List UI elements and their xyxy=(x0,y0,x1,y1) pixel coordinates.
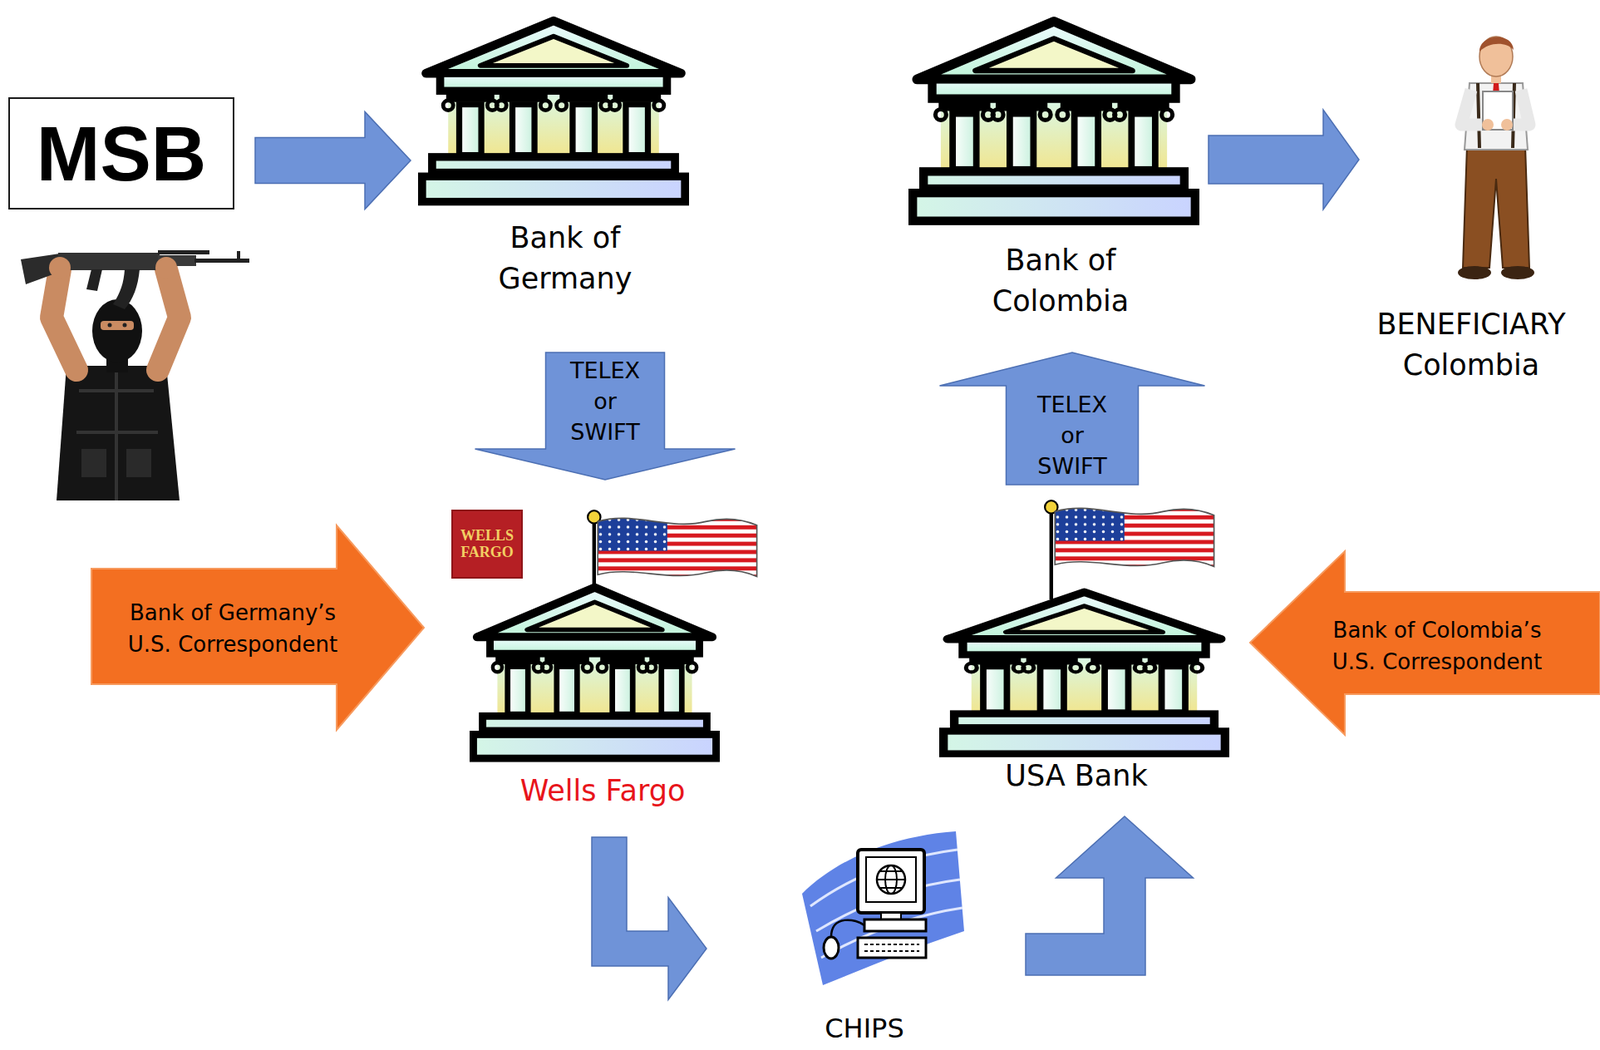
beneficiary-name: BENEFICIARY Colombia xyxy=(1367,304,1576,386)
block-arrow xyxy=(255,112,411,210)
node-title: MSB xyxy=(36,115,207,192)
network-node: CHIPS xyxy=(713,827,1016,1044)
callout-arrow-fill xyxy=(1250,551,1600,735)
bank-node: USA Bank xyxy=(939,491,1214,813)
edge-label-slot: TELEX or SWIFT xyxy=(563,354,647,448)
bank-node: Bank of Colombia xyxy=(914,14,1207,348)
bank-icon xyxy=(472,587,716,759)
block-arrow xyxy=(1208,109,1359,210)
bank-name: USA Bank xyxy=(939,755,1214,797)
bank-node: Bank of Germany xyxy=(415,14,715,348)
bank-icon xyxy=(912,21,1196,222)
msb-box: MSB xyxy=(8,97,235,210)
bank-icon xyxy=(422,20,685,202)
bank-icon xyxy=(943,591,1226,754)
callout-arrow-shape xyxy=(1250,551,1600,735)
beneficiary-node: BENEFICIARY Colombia xyxy=(1363,30,1580,386)
block-arrow xyxy=(940,352,1206,485)
logo-text: WELLS FARGO xyxy=(452,527,522,562)
edge-label: TELEX or SWIFT xyxy=(563,354,647,448)
correspondent-callout: Bank of Colombia’s U.S. Correspondent xyxy=(1250,551,1600,735)
logo-tile xyxy=(452,510,522,578)
network-name: CHIPS xyxy=(713,1014,1016,1044)
edge-label-slot: TELEX or SWIFT xyxy=(1030,388,1114,482)
correspondent-callout: Bank of Germany’s U.S. Correspondent xyxy=(91,525,424,730)
beneficiary-figure xyxy=(1457,36,1535,280)
computer-icon xyxy=(802,831,965,985)
armed-figure xyxy=(20,250,250,501)
bank-name: Bank of Germany xyxy=(477,217,653,300)
block-arrow xyxy=(591,836,707,1000)
callout-arrow-shape xyxy=(91,525,424,730)
bank-name: Bank of Colombia xyxy=(973,240,1148,322)
callout-text: Bank of Germany’s U.S. Correspondent xyxy=(109,596,356,660)
block-arrow xyxy=(1025,816,1194,975)
callout-arrow-fill xyxy=(91,525,424,730)
callout-text: Bank of Colombia’s U.S. Correspondent xyxy=(1314,614,1561,678)
edge-label: TELEX or SWIFT xyxy=(1030,388,1114,482)
bank-name: Wells Fargo xyxy=(465,770,740,812)
label-slot: WELLS FARGO xyxy=(452,510,522,578)
block-arrow xyxy=(475,352,736,480)
us-flag xyxy=(1044,498,1218,600)
